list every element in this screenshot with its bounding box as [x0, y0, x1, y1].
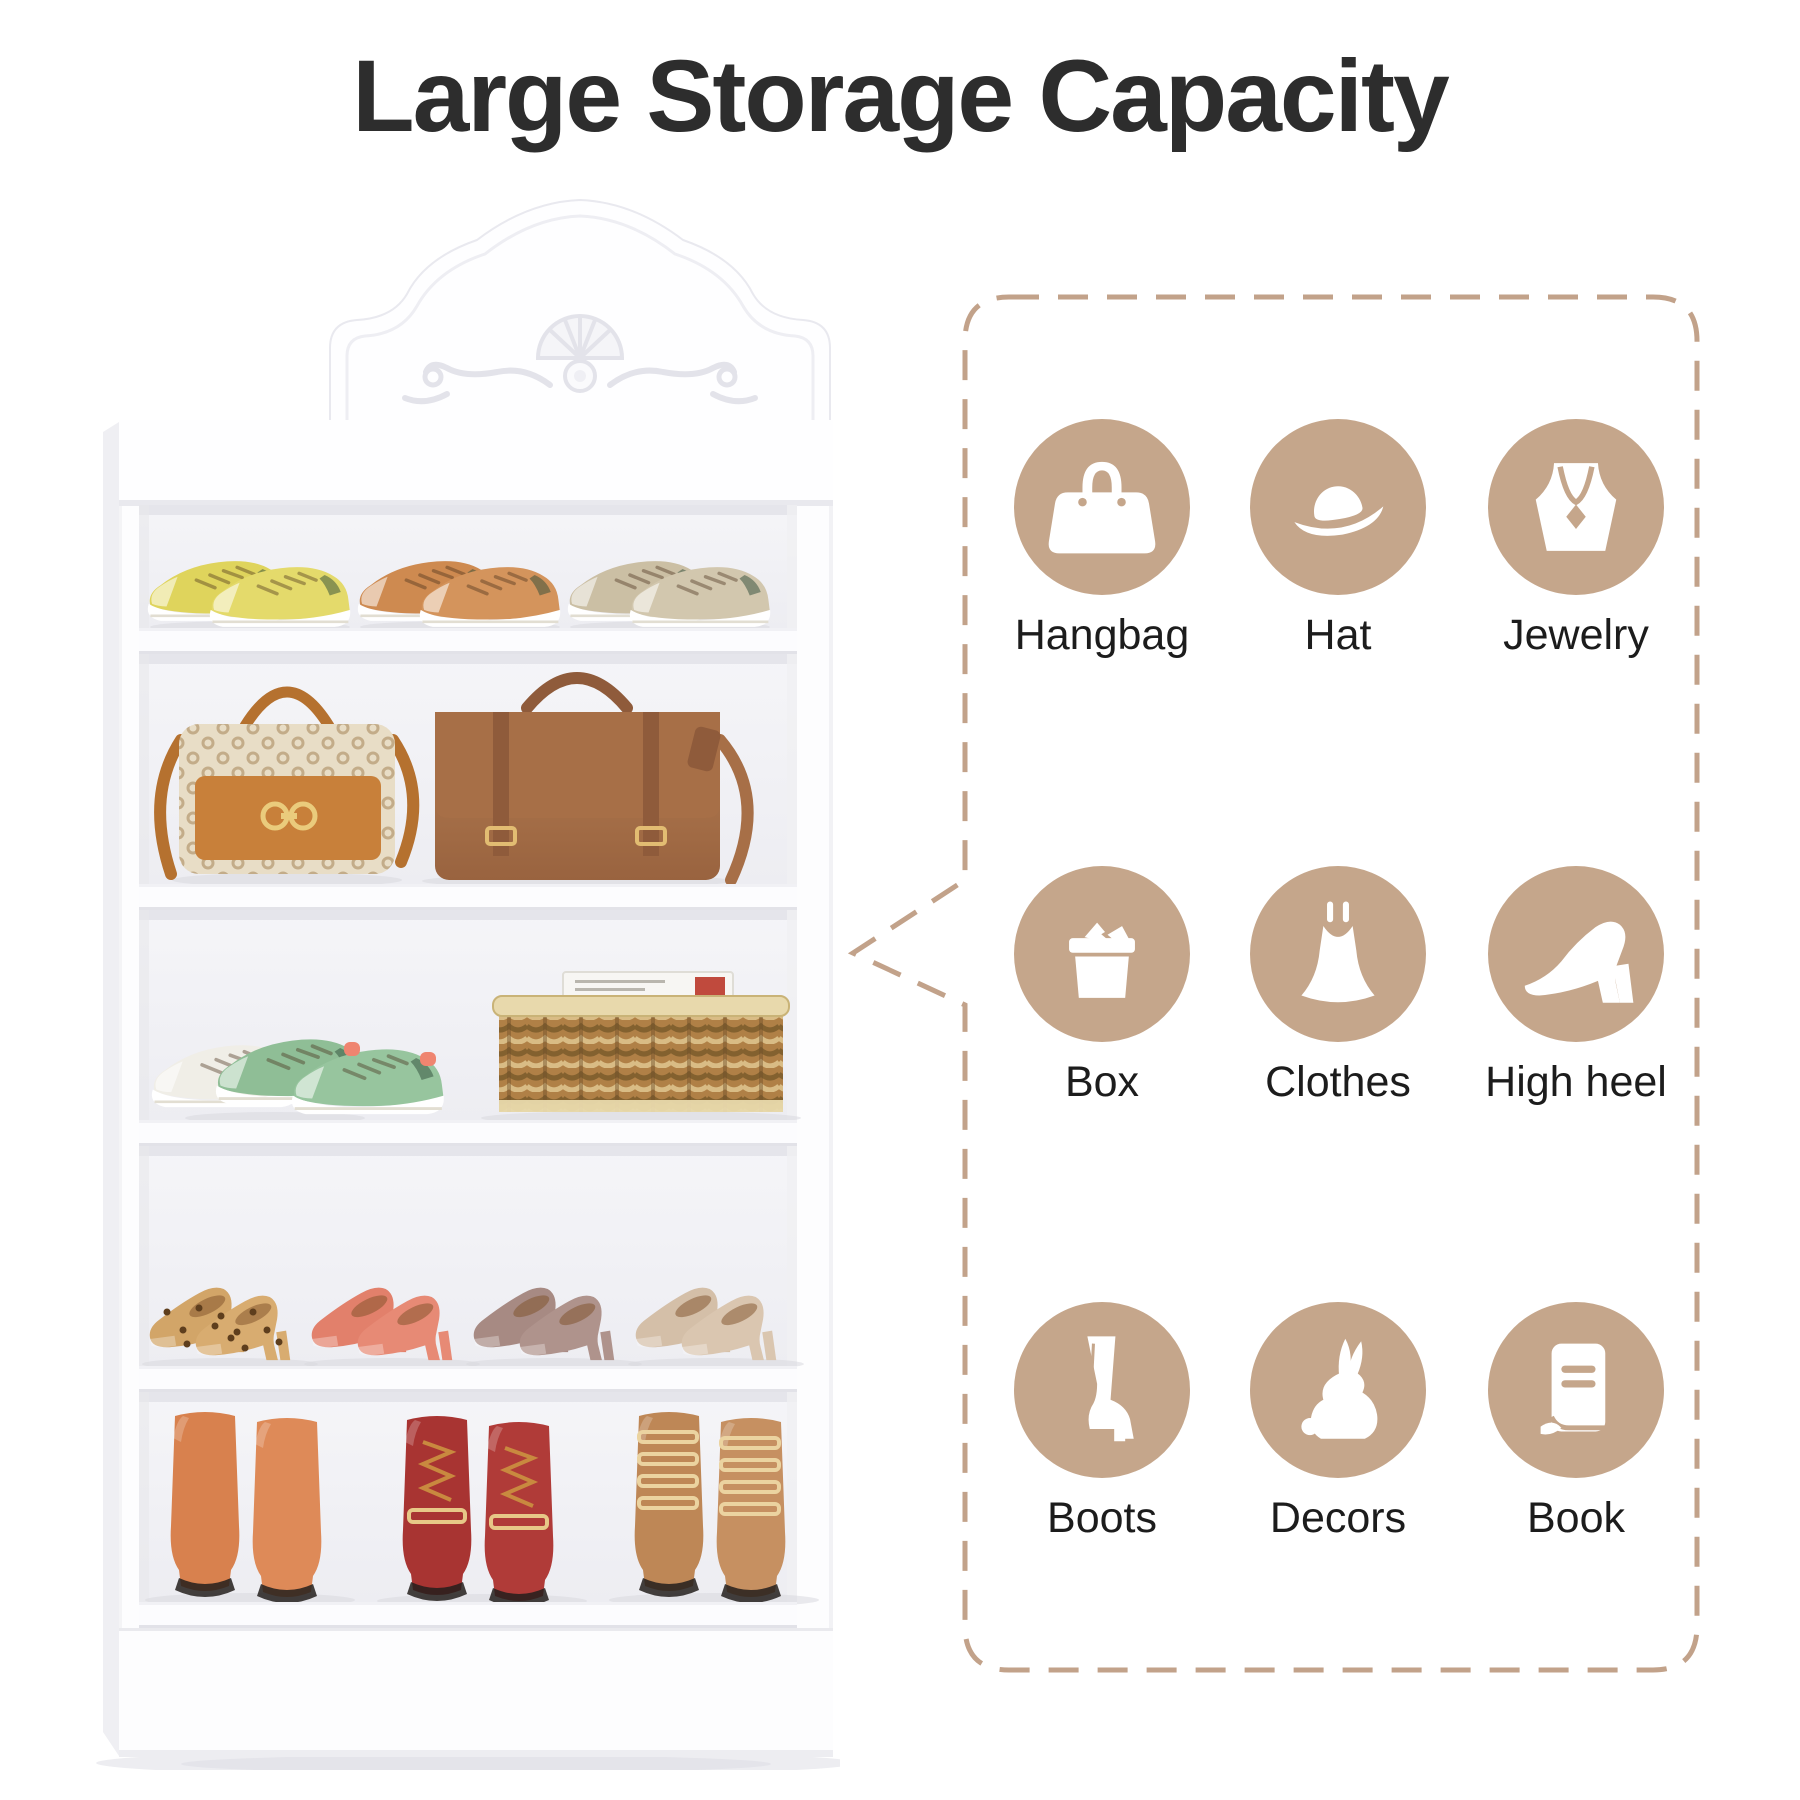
- cabinet-header-board: [119, 420, 833, 505]
- boots-icon: [1014, 1302, 1190, 1478]
- category-hangbag: Hangbag: [984, 419, 1220, 660]
- handbag-icon: [1014, 419, 1190, 595]
- shelf1-sneakers: [146, 559, 772, 633]
- category-label: Hangbag: [1014, 611, 1190, 659]
- jewelry-icon: [1488, 419, 1664, 595]
- boot-buckles: [637, 1430, 781, 1516]
- category-box: Box: [984, 866, 1220, 1107]
- monogram-crossbody-bag: [154, 686, 420, 880]
- clothes-icon: [1250, 866, 1426, 1042]
- page-title: Large Storage Capacity: [352, 39, 1449, 153]
- boot-laces: [417, 1440, 457, 1502]
- category-label: Clothes: [1265, 1058, 1411, 1106]
- leather-satchel-bag: [435, 672, 754, 886]
- wicker-basket: [492, 971, 790, 1112]
- category-high-heel: High heel: [1458, 866, 1694, 1107]
- high-heel-icon: [1488, 866, 1664, 1042]
- category-label: Book: [1526, 1494, 1625, 1542]
- category-panel: Hangbag Hat Jewelry: [965, 297, 1697, 1670]
- category-book: Book: [1458, 1302, 1694, 1543]
- cabinet-side: [103, 422, 119, 1756]
- category-label: Boots: [1047, 1494, 1157, 1542]
- category-boots: Boots: [984, 1302, 1220, 1543]
- coral-heel-tab: [344, 1042, 360, 1056]
- category-clothes: Clothes: [1220, 866, 1456, 1107]
- tan-buckle-boot: [634, 1412, 704, 1597]
- cabinet-base: [119, 1628, 833, 1757]
- leopard-spots: [163, 1304, 283, 1352]
- shoe-cabinet-photo: [95, 180, 856, 1776]
- category-hat: Hat: [1220, 419, 1456, 660]
- cabinet-crown: [329, 198, 831, 423]
- category-label: Jewelry: [1503, 611, 1649, 659]
- book-icon: [1488, 1302, 1664, 1478]
- category-jewelry: Jewelry: [1458, 419, 1694, 660]
- orange-rain-boot: [170, 1412, 240, 1597]
- category-label: Hat: [1304, 611, 1372, 659]
- shelf3-sneakers-basket: [150, 971, 801, 1125]
- hat-icon: [1250, 419, 1426, 595]
- category-label: High heel: [1485, 1058, 1667, 1106]
- category-decors: Decors: [1220, 1302, 1456, 1543]
- crown-carving: [402, 314, 758, 405]
- category-label: Box: [1064, 1058, 1140, 1106]
- callout-arrow-outline: [847, 294, 1700, 1673]
- category-label: Decors: [1269, 1494, 1407, 1542]
- shelf2-bags: [154, 672, 754, 888]
- callout-panel-border: [847, 294, 1700, 1673]
- shoe-cabinet-illustration: [96, 198, 856, 1776]
- bag-tag: [687, 726, 721, 772]
- box-icon: [1014, 866, 1190, 1042]
- decors-icon: [1250, 1302, 1426, 1478]
